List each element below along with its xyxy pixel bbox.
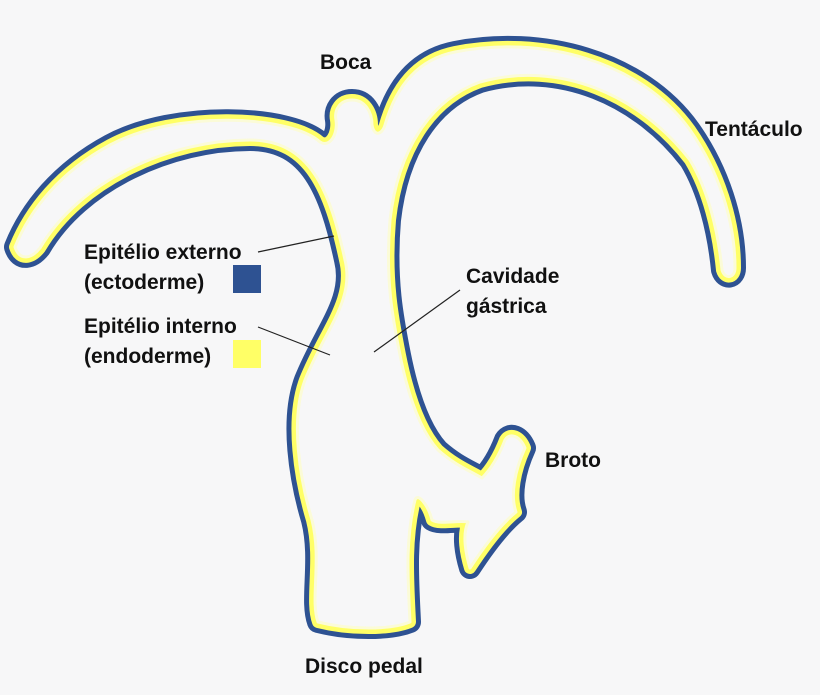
mouth-label: Boca: [320, 51, 372, 74]
inner-epithelium-label-line2: (endoderme): [84, 345, 212, 368]
tentacle-label: Tentáculo: [705, 118, 803, 141]
pedal-disc-label: Disco pedal: [305, 655, 423, 678]
gastric-cavity-leader-line: [373, 289, 461, 353]
ectoderm-color-swatch: [233, 265, 261, 293]
endoderm-color-swatch: [233, 340, 261, 368]
outer-epithelium-leader-line: [257, 235, 335, 253]
inner-epithelium-leader-line: [257, 326, 331, 356]
inner-epithelium-label-line1: Epitélio interno: [84, 315, 237, 338]
bud-label: Broto: [545, 449, 601, 472]
outer-epithelium-label-line1: Epitélio externo: [84, 241, 242, 264]
gastric-cavity-label-line2: gástrica: [466, 295, 547, 318]
outer-epithelium-label-line2: (ectoderme): [84, 271, 205, 294]
gastric-cavity-label-line1: Cavidade: [466, 265, 560, 288]
